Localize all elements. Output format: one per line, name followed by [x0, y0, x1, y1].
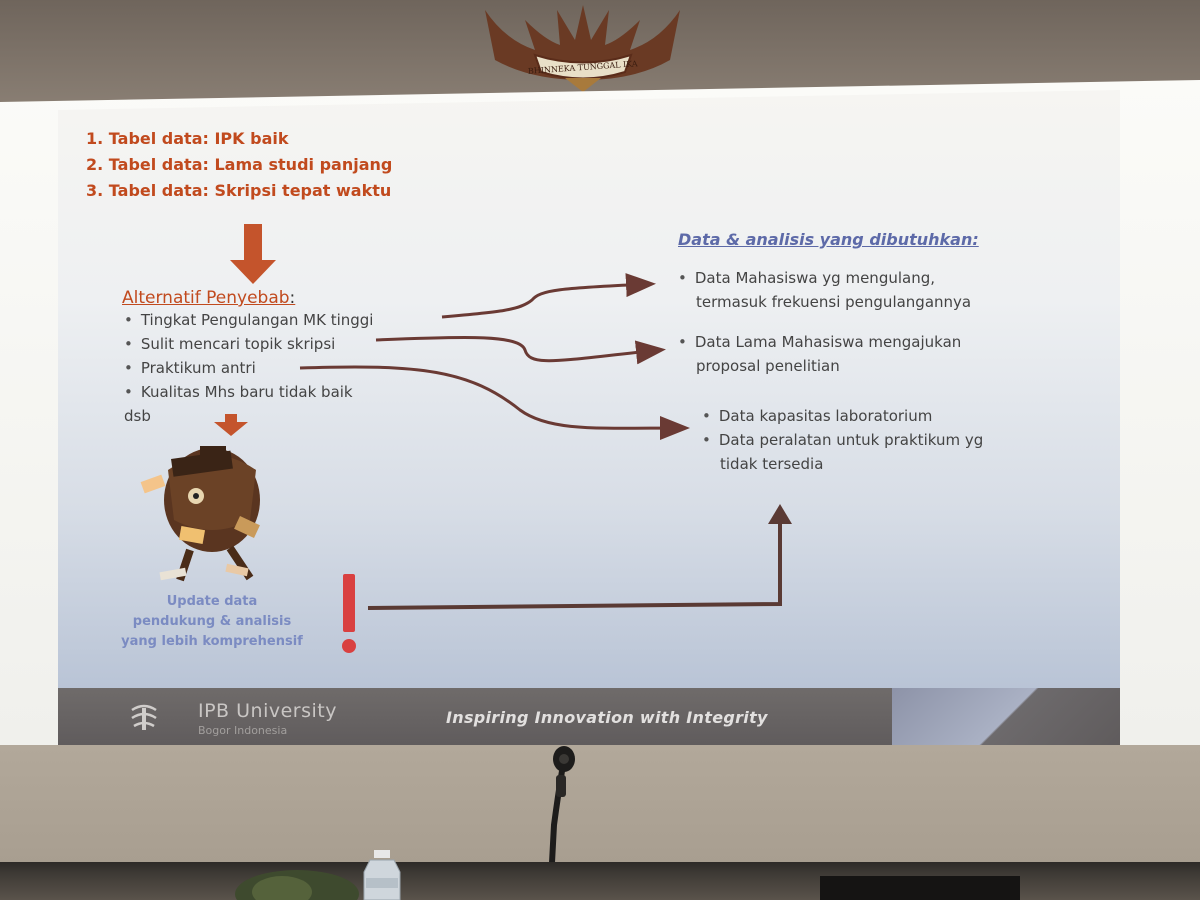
need-heading: Data & analisis yang dibutuhkan:: [678, 230, 979, 249]
footer-accent: [892, 688, 1120, 748]
water-bottle-icon: [363, 850, 401, 900]
garuda-emblem: BHINNEKA TUNGGAL IKA: [485, 5, 680, 92]
need-list-3: Data kapasitas laboratorium Data peralat…: [702, 404, 983, 476]
list-item: 1. Tabel data: IPK baik: [86, 129, 289, 148]
microphone-icon: [547, 746, 575, 900]
list-item: Data Mahasiswa yg mengulang,termasuk fre…: [678, 266, 971, 314]
connector-arrow-2: [375, 335, 666, 365]
room-wall-lower: [0, 745, 1200, 865]
small-down-arrow-icon: [214, 414, 248, 436]
numbered-list: 1. Tabel data: IPK baik 2. Tabel data: L…: [86, 126, 392, 204]
footer-tagline: Inspiring Innovation with Integrity: [446, 708, 768, 727]
list-item: Praktikum antri: [124, 356, 373, 380]
down-arrow-icon: [230, 224, 276, 284]
alternatif-heading: Alternatif Penyebab:: [122, 288, 296, 308]
list-item: Data kapasitas laboratorium: [702, 404, 983, 428]
list-item-dsb: dsb: [124, 407, 151, 425]
list-item: 3. Tabel data: Skripsi tepat waktu: [86, 181, 392, 200]
plant-icon: [235, 870, 359, 900]
footer-university: IPB University: [198, 700, 337, 722]
exclamation-icon: [342, 574, 356, 653]
list-item: Tingkat Pengulangan MK tinggi: [124, 308, 374, 332]
footer-city: Bogor Indonesia: [198, 724, 288, 737]
elbow-arrow: [367, 520, 782, 610]
connector-arrow-3: [299, 365, 690, 441]
connector-arrow-1: [441, 273, 656, 319]
ipb-logo-icon: [131, 704, 157, 730]
papers-person-illustration: [140, 446, 260, 582]
list-item: Sulit mencari topik skripsi: [124, 332, 373, 356]
list-item: Kualitas Mhs baru tidak baik: [124, 380, 373, 404]
list-item: 2. Tabel data: Lama studi panjang: [86, 155, 393, 174]
monitor-icon: [820, 876, 1020, 900]
update-caption: Update data pendukung & analisis yang le…: [121, 594, 303, 649]
foreground-edge: [0, 862, 1200, 900]
cause-list: Tingkat Pengulangan MK tinggi Sulit menc…: [124, 308, 373, 428]
need-list-1: Data Mahasiswa yg mengulang,termasuk fre…: [678, 266, 971, 314]
